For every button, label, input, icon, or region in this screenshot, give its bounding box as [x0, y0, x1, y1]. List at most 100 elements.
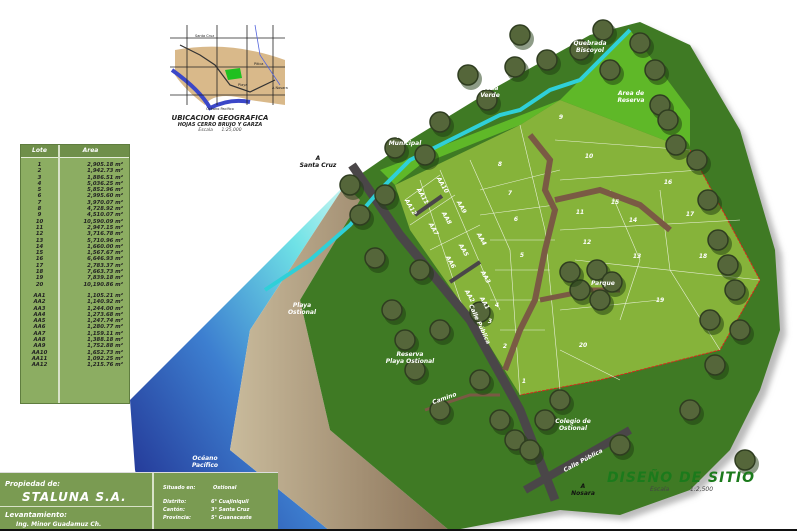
- tree-icon: [734, 449, 756, 471]
- lot-label: 15: [611, 199, 619, 206]
- location-map: Santa Cruz Pitica Playa A Nosara Océano …: [165, 20, 290, 111]
- loc-ocean: Océano Pacífico: [206, 107, 234, 111]
- label-area-municipal: Municipal: [389, 140, 423, 147]
- bottom-border: [0, 529, 797, 531]
- lot-id: 4: [37, 180, 42, 187]
- lot-area: 1,092.25 m²: [87, 355, 123, 362]
- tree-icon: [601, 271, 623, 293]
- tree-icon: [586, 259, 608, 281]
- lot-id: AA7: [33, 330, 46, 337]
- survey-label: Levantamiento:: [5, 511, 67, 519]
- tree-icon: [381, 299, 403, 321]
- lot-id: 16: [35, 256, 44, 263]
- tree-icon: [644, 59, 666, 81]
- tree-icon: [686, 149, 708, 171]
- label-reserva-playa: Playa Ostional: [386, 358, 435, 365]
- lot-label: 5: [520, 252, 524, 259]
- label-zona-verde: Zona: [481, 85, 499, 92]
- table-row: AA11 1,092.25 m²: [21, 356, 129, 362]
- lot-label: 20: [579, 342, 587, 349]
- lot-label: 14: [629, 217, 637, 224]
- table-row: 4 5,036.25 m²: [21, 181, 129, 187]
- lot-area: 1,247.74 m²: [87, 318, 123, 325]
- tree-icon: [519, 439, 541, 461]
- lot-area: 1,567.67 m²: [87, 250, 123, 257]
- label-area-reserva: Area de: [617, 90, 644, 97]
- tree-icon: [729, 319, 751, 341]
- access-road-2: [448, 260, 482, 284]
- lot-area: 5,710.96 m²: [87, 237, 123, 244]
- lot-area: 1,105.21 m²: [87, 292, 123, 299]
- tree-icon: [429, 111, 451, 133]
- tree-icon: [429, 319, 451, 341]
- situated-value: Ostional: [213, 485, 237, 491]
- location-scale-label: Escala: [198, 128, 213, 133]
- lot-label: 8: [498, 161, 502, 168]
- municipal-area: [380, 100, 560, 185]
- lot-label: 13: [633, 253, 641, 260]
- table-row: 15 1,567.67 m²: [21, 250, 129, 256]
- tree-icon: [414, 144, 436, 166]
- location-subtitle: HOJAS CERRO BRUJO Y GARZA: [177, 122, 263, 128]
- lot-area: 1,942.73 m²: [87, 168, 123, 175]
- tree-icon: [589, 289, 611, 311]
- table-header: Lote Area: [21, 145, 129, 158]
- label-oceano-pacifico: Océano: [192, 455, 217, 462]
- lot-area: 1,273.68 m²: [87, 311, 123, 318]
- table-divider: [58, 145, 60, 403]
- loc-pitica: Pitica: [254, 62, 263, 66]
- lot-area: 1,244.00 m²: [87, 305, 123, 312]
- lot-label: 3: [488, 318, 492, 325]
- lot-id: AA11: [31, 355, 48, 362]
- label-colegio: Ostional: [559, 425, 588, 432]
- lot-label: 17: [686, 211, 695, 218]
- header-lote: Lote: [32, 147, 47, 154]
- lot-id: 1: [37, 162, 42, 168]
- lot-area: 3,970.07 m²: [87, 199, 123, 206]
- tree-icon: [559, 261, 581, 283]
- location-title: UBICACION GEOGRAFICA: [171, 114, 269, 122]
- situated-label: Situado en:: [163, 485, 196, 491]
- province-label: Provincia:: [163, 515, 191, 521]
- tree-icon: [476, 89, 498, 111]
- lot-area: 5,036.25 m²: [87, 180, 123, 187]
- scale-value: 1:2,500: [690, 486, 714, 493]
- owner-name: STALUNA S.A.: [22, 490, 127, 504]
- lot-id: 15: [35, 250, 44, 257]
- district-value: 6° Cuajiniquil: [211, 499, 249, 505]
- label-a-nosara: A: [580, 483, 586, 490]
- label-area-reserva: Reserva: [618, 97, 645, 104]
- lot-id: 14: [35, 243, 44, 250]
- lot-area: 1,215.76 m²: [87, 362, 123, 369]
- lot-label: 18: [699, 253, 707, 260]
- tree-icon: [504, 56, 526, 78]
- tree-icon: [339, 174, 361, 196]
- lot-id: 9: [37, 212, 42, 219]
- lot-area: 5,852.96 m²: [87, 187, 123, 194]
- tree-icon: [536, 49, 558, 71]
- table-row: 13 5,710.96 m²: [21, 238, 129, 244]
- lot-id: AA4: [33, 311, 46, 318]
- tree-icon: [374, 184, 396, 206]
- lot-id: AA8: [33, 337, 46, 344]
- tree-icon: [364, 247, 386, 269]
- lot-id: 13: [35, 237, 44, 244]
- tree-icon: [534, 409, 556, 431]
- label-a-nosara: Nosara: [571, 490, 595, 497]
- lot-id: AA2: [33, 299, 46, 306]
- lot-area: 2,995.60 m²: [87, 193, 123, 200]
- internal-path: [502, 133, 559, 372]
